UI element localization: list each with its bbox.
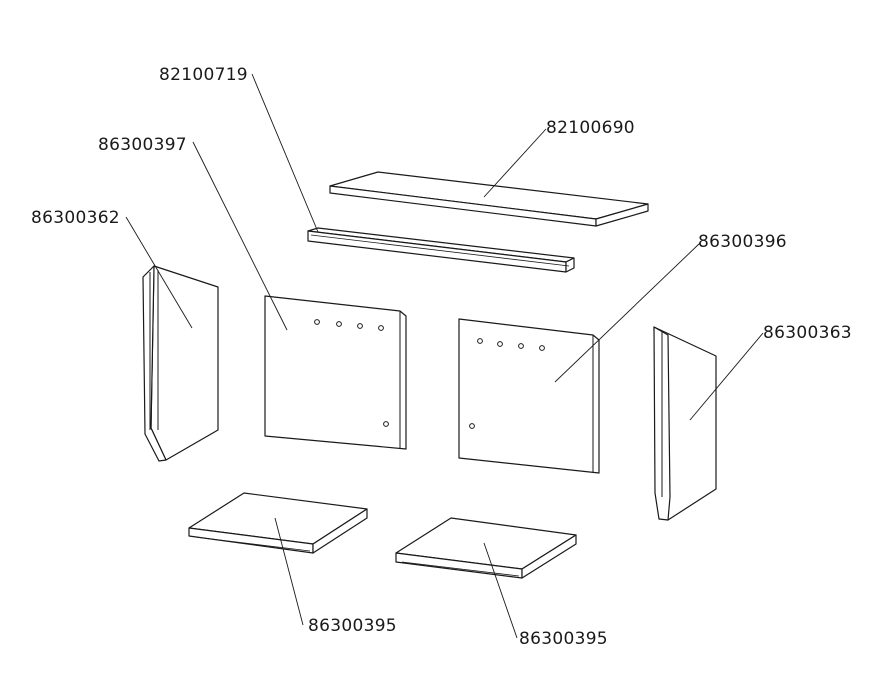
- leader-side-right: [689, 332, 764, 421]
- leader-top-plate: [483, 128, 547, 198]
- rod-part: [307, 227, 575, 273]
- callout-rod-label: 82100719: [159, 65, 248, 85]
- back-right-brick-part: [458, 318, 600, 474]
- leader-lines: [125, 73, 764, 639]
- bottom-right-brick-part: [395, 517, 577, 579]
- callout-side-right-label: 86300363: [763, 323, 852, 343]
- leader-bottom-left: [274, 517, 304, 626]
- left-side-brick-part: [142, 265, 219, 462]
- leader-side-left: [125, 216, 193, 329]
- bottom-left-brick-part: [188, 492, 368, 554]
- top-plate-part: [329, 171, 649, 227]
- right-side-brick-part: [653, 326, 717, 521]
- callout-back-left-label: 86300397: [98, 135, 187, 155]
- callout-top-plate-label: 82100690: [546, 118, 635, 138]
- leader-bottom-right: [483, 542, 518, 639]
- callout-bottom-left-label: 86300395: [308, 616, 397, 636]
- leader-back-left: [192, 141, 288, 331]
- back-left-brick-part: [264, 295, 407, 450]
- leader-rod: [251, 73, 319, 233]
- leader-back-right: [554, 242, 701, 383]
- callout-side-left-label: 86300362: [31, 208, 120, 228]
- callout-back-right-label: 86300396: [698, 232, 787, 252]
- callout-bottom-right-label: 86300395: [519, 629, 608, 649]
